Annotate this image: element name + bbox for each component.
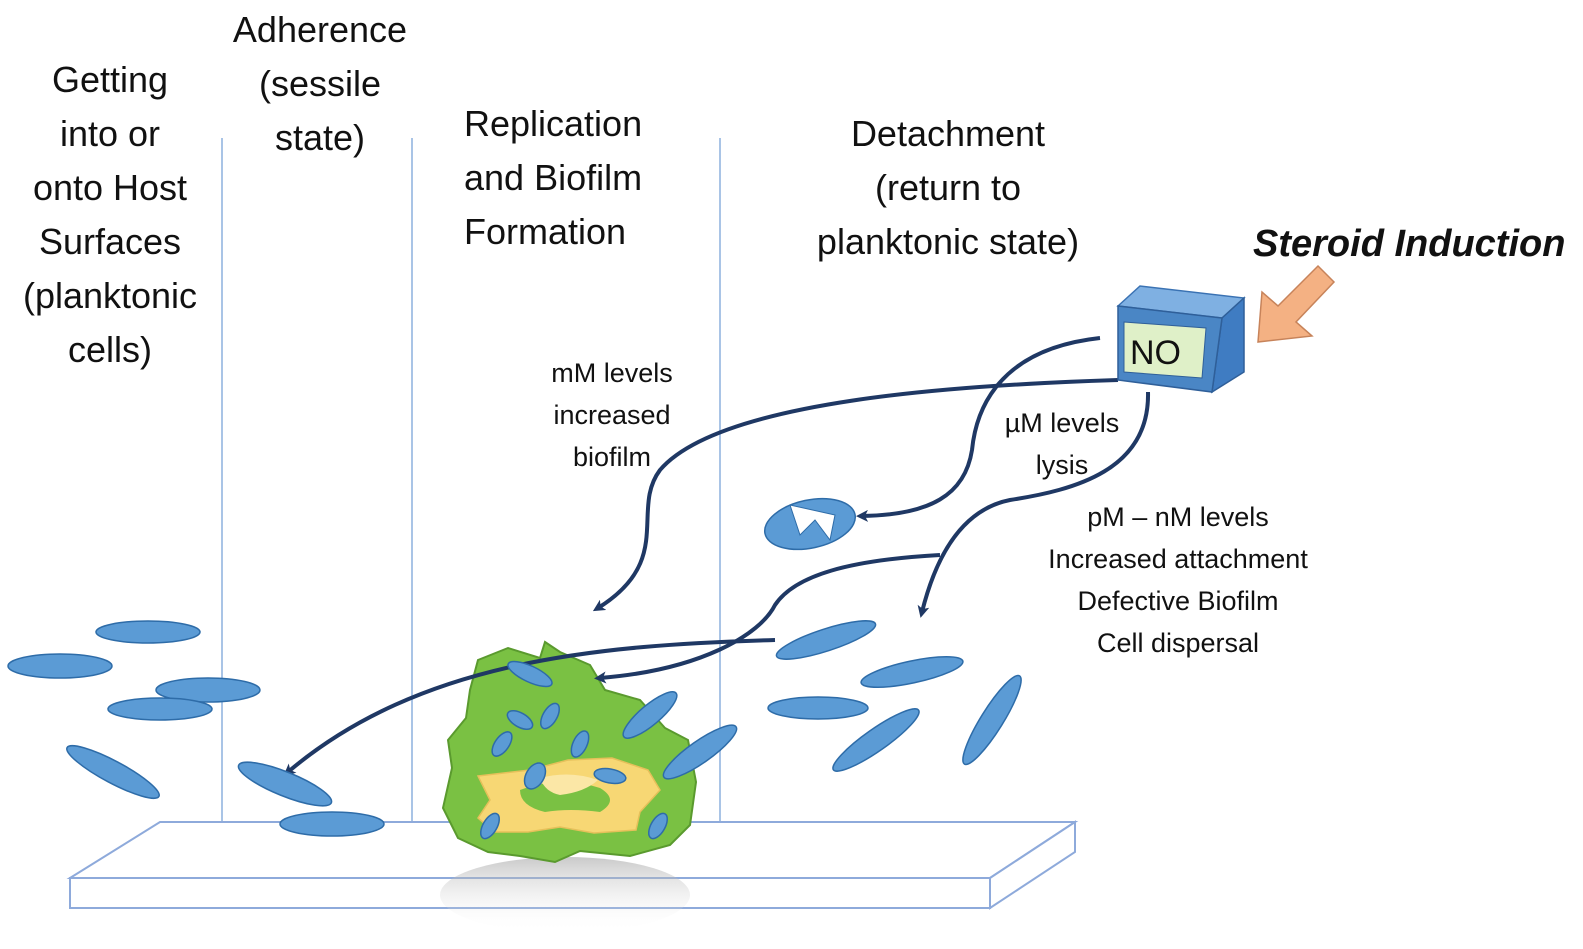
cell [539,702,561,730]
stage-host-surfaces: Getting into or onto Host Surfaces (plan… [23,59,197,370]
cell [775,620,877,660]
biofilm-white-gap [540,774,598,795]
cell [279,811,385,837]
note-line: lysis [1036,450,1089,480]
cell [962,674,1022,766]
induction-label: Steroid Induction [1253,223,1565,265]
cell [237,761,333,807]
no-box-label: NO [1130,334,1181,372]
note-line: increased [553,400,670,430]
cell [622,691,678,739]
lysed-cell [763,497,857,551]
cell [570,730,590,758]
cell [523,762,547,790]
stage-title-line: cells) [68,329,152,370]
arrow-attachment [594,553,941,684]
arrow-pm-levels [917,391,1151,618]
stage-title-line: Formation [464,211,626,252]
stage-title-line: state) [275,117,365,158]
cell [155,677,261,703]
biofilm-channel [520,781,610,812]
note-line: pM – nM levels [1087,502,1269,532]
cell [66,744,160,800]
stage-detachment: Detachment (return to planktonic state) [817,113,1079,262]
cell [832,708,920,772]
induction-arrow [1257,264,1336,343]
stage-title-line: into or [60,113,160,154]
cell [107,697,213,721]
stage-title-line: (return to [875,167,1021,208]
cell [860,655,964,689]
stage-title-line: Replication [464,103,642,144]
note-line: µM levels [1005,408,1120,438]
note-um-levels: µM levels lysis [1005,408,1120,480]
cell [647,812,669,840]
cell [507,660,553,688]
cell [593,767,627,785]
note-line: Defective Biofilm [1077,586,1278,616]
no-box: NO [1116,285,1246,394]
cells [7,620,1022,840]
cell [491,731,513,757]
stage-title-line: onto Host [33,167,187,208]
note-line: Increased attachment [1048,544,1308,574]
stage-title-line: Surfaces [39,221,181,262]
note-line: Cell dispersal [1097,628,1259,658]
stage-adherence: Adherence (sessile state) [233,9,407,158]
stage-title-line: (planktonic [23,275,197,316]
no-box-label-panel [1123,321,1207,379]
cell [7,653,113,679]
note-mm-levels: mM levels increased biofilm [551,358,673,472]
cell [506,709,534,731]
stage-title-line: planktonic state) [817,221,1079,262]
cell [479,812,501,840]
stage-title-line: (sessile [259,63,381,104]
note-line: mM levels [551,358,673,388]
cell [662,724,738,780]
arrow-mm-levels [592,378,1119,612]
stage-title-line: and Biofilm [464,157,642,198]
stage-title-line: Getting [52,59,168,100]
stage-replication: Replication and Biofilm Formation [464,103,642,252]
arrow-um-levels [856,336,1101,522]
stage-title-line: Adherence [233,9,407,50]
note-pm-levels: pM – nM levels Increased attachment Defe… [1048,502,1308,658]
note-line: biofilm [573,442,651,472]
arrows [283,336,1151,776]
cell [767,696,869,720]
stage-title-line: Detachment [851,113,1045,154]
biofilm-reflection [440,857,690,933]
cell [95,620,201,644]
